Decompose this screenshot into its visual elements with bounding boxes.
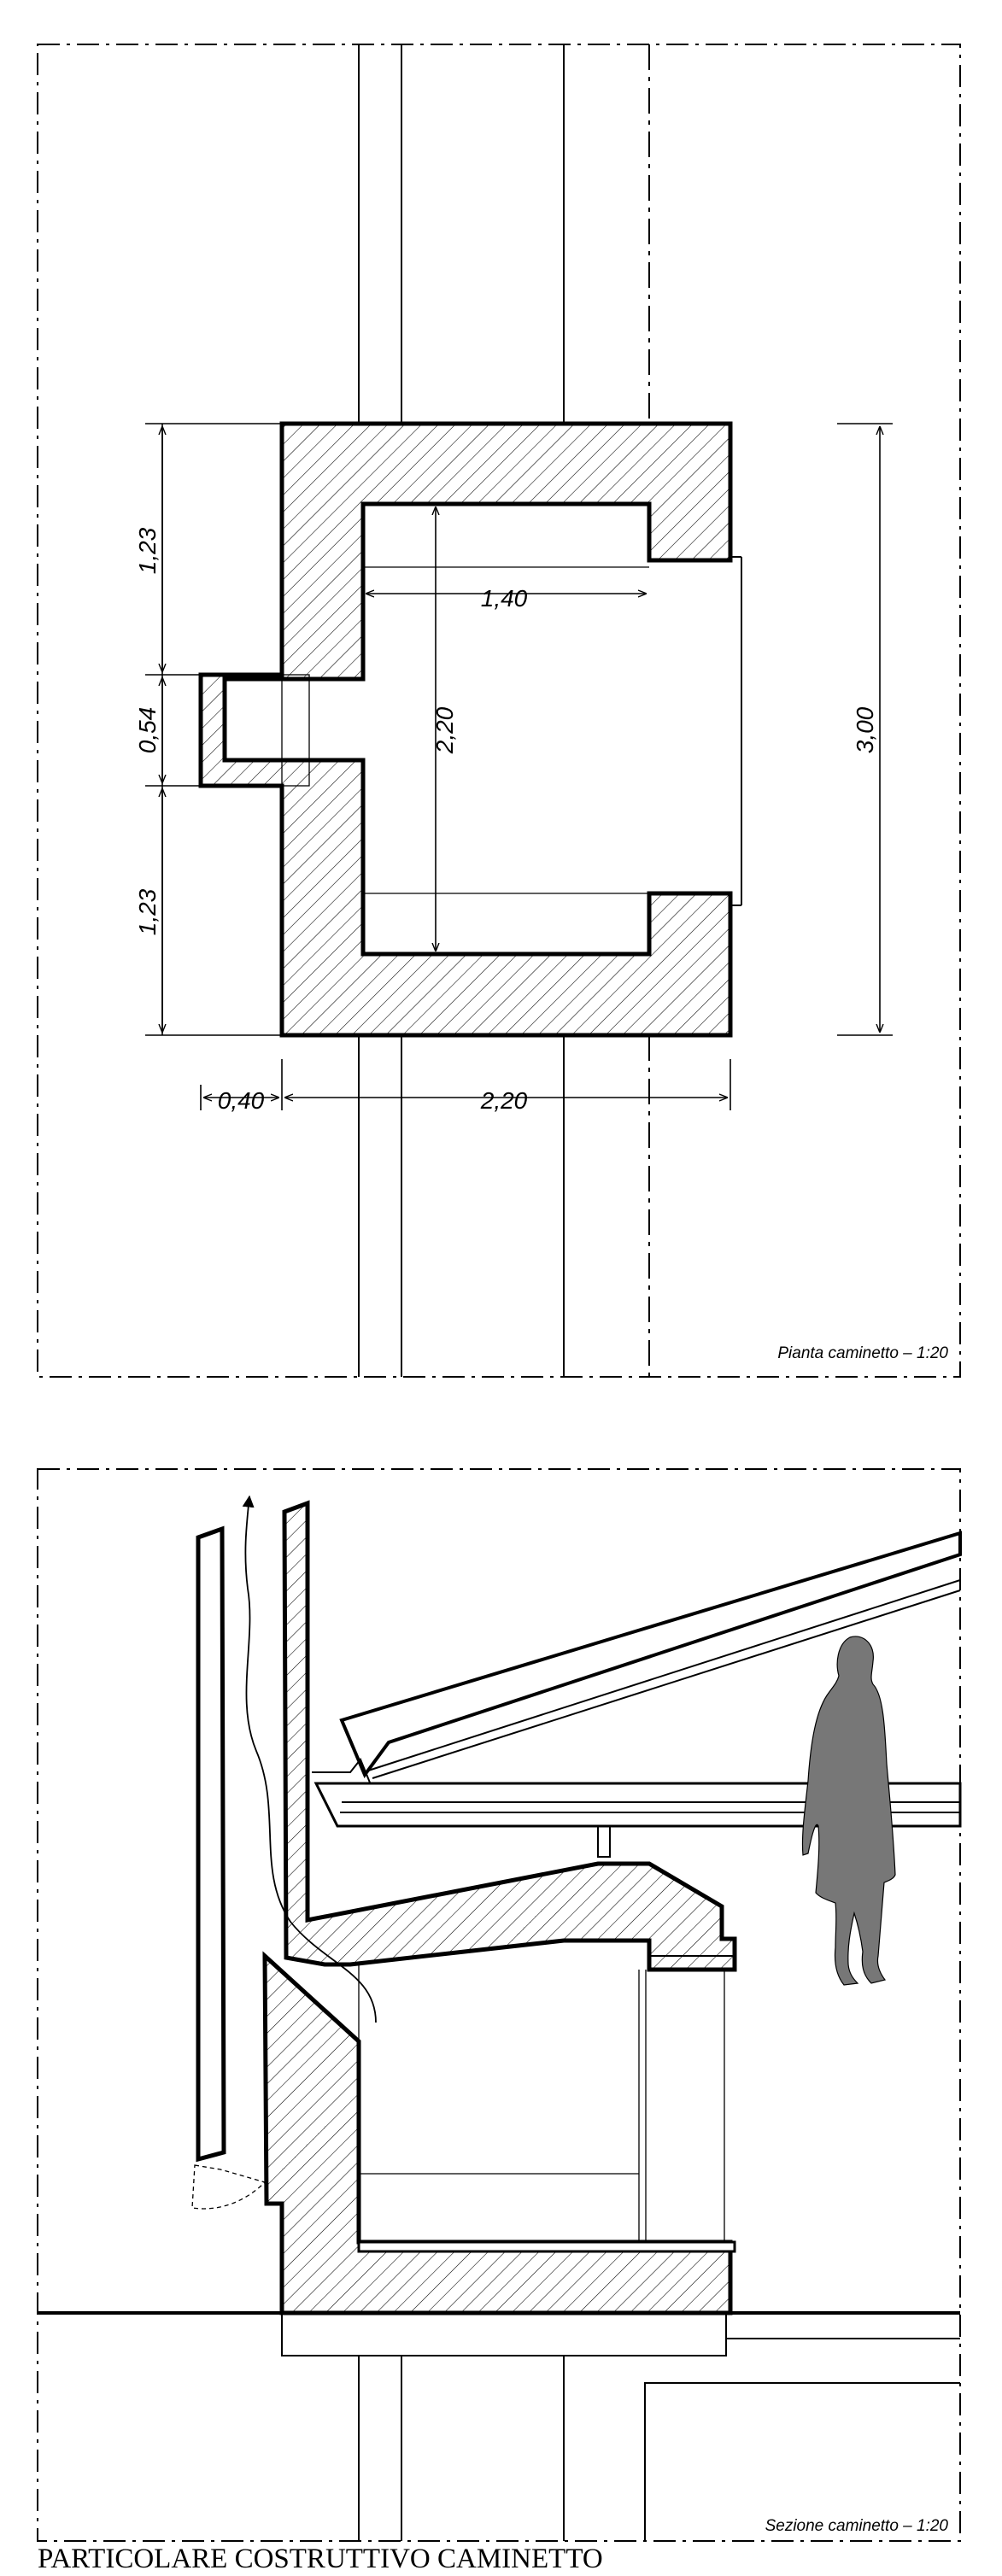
chimney-outer-wall (196, 1525, 226, 2163)
dim-bottom-left: 0,40 (218, 1087, 265, 1114)
plan-frame (37, 44, 961, 1378)
fireplace-body-section (282, 1500, 737, 1972)
dim-left-bot: 1,23 (134, 888, 161, 935)
hearth-base-section (262, 1951, 733, 2315)
hearth-opening (363, 556, 742, 906)
dim-left-mid: 0,54 (134, 707, 161, 754)
dim-bottom-right: 2,20 (480, 1087, 528, 1114)
plan-view: 1,23 0,54 1,23 1,40 2,20 3,00 (37, 44, 961, 1378)
section-caption: Sezione caminetto – 1:20 (765, 2517, 949, 2535)
inner-width-dimension: 1,40 (366, 585, 646, 612)
dim-inner-depth: 2,20 (431, 706, 458, 754)
ground (38, 2311, 960, 2541)
fireplace-body-plan (198, 421, 733, 1038)
firebox-interior (358, 1955, 735, 2242)
flue-outline (281, 674, 310, 787)
inner-depth-dimension: 2,20 (431, 507, 458, 951)
section-frame (37, 1468, 961, 2542)
foundation-block (281, 2312, 727, 2356)
dim-inner-width: 1,40 (481, 585, 528, 612)
smoke-arrow (242, 1495, 377, 2023)
bottom-dimensions: 0,40 2,20 (200, 1059, 731, 1114)
plan-wall-lines (358, 44, 650, 1377)
human-figure (801, 1636, 896, 1986)
dim-total-height: 3,00 (852, 706, 878, 753)
roof (312, 1531, 962, 1788)
section-view: Sezione caminetto – 1:20 (37, 1468, 962, 2542)
plan-caption: Pianta caminetto – 1:20 (777, 1344, 948, 1362)
left-dimensions: 1,23 0,54 1,23 (134, 423, 282, 1036)
total-height-dimension: 3,00 (837, 423, 893, 1036)
damper (191, 2164, 267, 2210)
dim-left-top: 1,23 (134, 527, 161, 574)
drawing-title: PARTICOLARE COSTRUTTIVO CAMINETTO (38, 2544, 603, 2574)
